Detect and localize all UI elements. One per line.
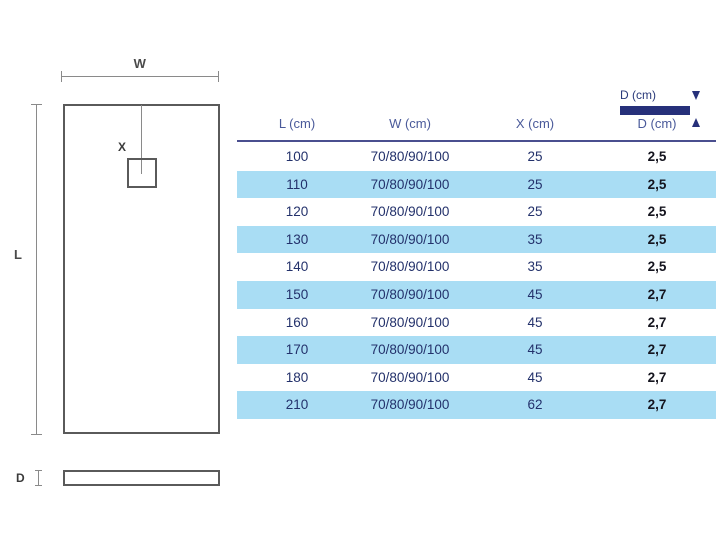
table-row: 130 70/80/90/100 35 2,5 <box>237 225 716 254</box>
shower-tray-side-profile <box>63 470 220 486</box>
cell-length: 110 <box>286 176 308 192</box>
cell-drain-offset: 45 <box>527 314 543 330</box>
cell-depth: 2,5 <box>647 259 667 275</box>
cell-drain-offset: 45 <box>527 286 543 302</box>
cell-drain-offset: 35 <box>527 231 543 247</box>
cell-drain-offset: 25 <box>527 204 543 220</box>
cell-width: 70/80/90/100 <box>370 204 450 220</box>
table-row: 210 70/80/90/100 62 2,7 <box>237 391 716 419</box>
cell-depth: 2,7 <box>647 314 667 330</box>
cell-drain-offset: 45 <box>527 369 543 385</box>
width-dimension-tick-right <box>218 71 219 82</box>
cell-depth: 2,5 <box>647 204 667 220</box>
depth-legend-label: D (cm) <box>620 88 656 102</box>
table-row: 160 70/80/90/100 45 2,7 <box>237 309 716 337</box>
cell-width: 70/80/90/100 <box>370 314 450 330</box>
length-dimension-tick-bottom <box>31 434 42 435</box>
cell-depth: 2,5 <box>647 176 667 192</box>
cell-width: 70/80/90/100 <box>370 259 450 275</box>
table-row: 150 70/80/90/100 45 2,7 <box>237 280 716 309</box>
cell-length: 100 <box>285 149 309 164</box>
length-dimension-label: L <box>14 247 22 262</box>
column-header-length: L (cm) <box>278 116 316 131</box>
cell-width: 70/80/90/100 <box>370 176 450 192</box>
table-row: 170 70/80/90/100 45 2,7 <box>237 336 716 364</box>
table-row: 120 70/80/90/100 25 2,5 <box>237 198 716 226</box>
cell-width: 70/80/90/100 <box>370 286 450 302</box>
cell-drain-offset: 62 <box>527 397 543 413</box>
column-header-drain-offset: X (cm) <box>515 116 555 131</box>
cell-depth: 2,7 <box>647 369 667 385</box>
width-dimension-tick-left <box>61 71 62 82</box>
cell-length: 120 <box>285 204 309 220</box>
arrow-down-icon <box>692 91 700 100</box>
cell-length: 130 <box>285 231 309 247</box>
cell-width: 70/80/90/100 <box>370 231 450 247</box>
width-dimension-line <box>61 76 219 77</box>
cell-length: 160 <box>285 314 309 330</box>
table-row: 180 70/80/90/100 45 2,7 <box>237 364 716 392</box>
specification-table: D (cm) L (cm) W (cm) X (cm) D (cm) 100 70… <box>237 0 720 540</box>
cell-drain-offset: 25 <box>527 149 543 164</box>
depth-legend: D (cm) <box>620 88 712 136</box>
cell-width: 70/80/90/100 <box>370 397 450 413</box>
width-dimension-label: W <box>133 56 147 71</box>
cell-drain-offset: 45 <box>527 342 543 358</box>
depth-legend-bar <box>620 106 690 115</box>
cell-length: 140 <box>285 259 309 275</box>
table-body: 100 70/80/90/100 25 2,5 110 70/80/90/100 25 2,5… <box>237 143 716 419</box>
cell-length: 180 <box>285 369 309 385</box>
cell-depth: 2,5 <box>647 149 667 164</box>
cell-length: 210 <box>285 397 309 413</box>
column-header-depth: D (cm) <box>637 116 677 131</box>
table-header-row: L (cm) W (cm) X (cm) D (cm) <box>237 112 716 142</box>
cell-length: 170 <box>285 342 309 358</box>
drain-offset-label: X <box>118 140 127 154</box>
cell-length: 150 <box>285 286 309 302</box>
cell-drain-offset: 25 <box>527 176 543 192</box>
drain-square-icon <box>127 158 157 188</box>
cell-depth: 2,7 <box>647 342 667 358</box>
arrow-up-icon <box>692 118 700 127</box>
table-header-rule <box>237 140 716 142</box>
cell-drain-offset: 35 <box>527 259 543 275</box>
cell-depth: 2,5 <box>647 231 667 247</box>
cell-depth: 2,7 <box>647 286 667 302</box>
depth-label: D <box>16 471 25 485</box>
technical-drawing: W L X D <box>0 0 237 540</box>
cell-width: 70/80/90/100 <box>370 149 450 164</box>
depth-dimension-tick <box>35 470 42 486</box>
cell-width: 70/80/90/100 <box>370 369 450 385</box>
drain-leader-line <box>141 105 142 174</box>
length-dimension-line <box>36 104 37 434</box>
table-row: 140 70/80/90/100 35 2,5 <box>237 253 716 281</box>
cell-width: 70/80/90/100 <box>370 342 450 358</box>
cell-depth: 2,7 <box>647 397 667 413</box>
table-row: 110 70/80/90/100 25 2,5 <box>237 170 716 199</box>
length-dimension-tick-top <box>31 104 42 105</box>
table-row: 100 70/80/90/100 25 2,5 <box>237 143 716 171</box>
column-header-width: W (cm) <box>389 116 431 131</box>
